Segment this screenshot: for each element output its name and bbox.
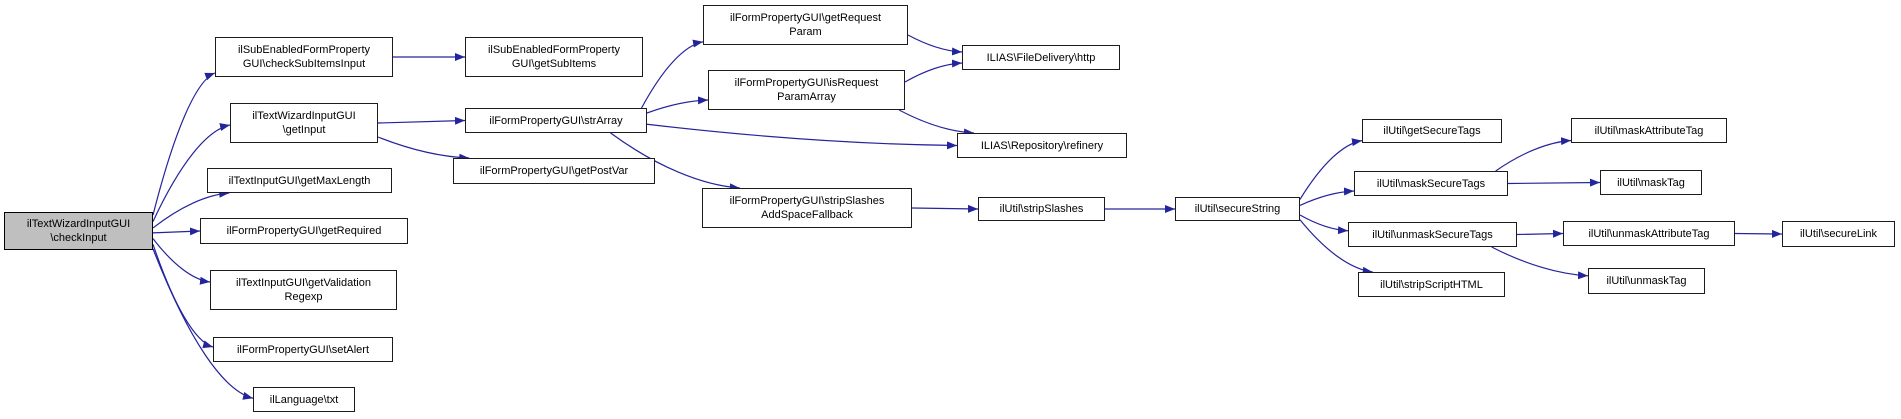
node-label-line: ilUtil\maskTag bbox=[1617, 176, 1685, 189]
graph-node-unmaskAttributeTag[interactable]: ilUtil\unmaskAttributeTag bbox=[1563, 221, 1735, 246]
call-edge-strArray-to-isRequestParamArray bbox=[646, 96, 709, 114]
node-label-line: ilLanguage\txt bbox=[269, 393, 339, 406]
node-label-line: ilUtil\unmaskTag bbox=[1606, 275, 1687, 287]
node-label-line: ilTextWizardInputGUI bbox=[26, 218, 131, 230]
call-edge-unmaskSecureTags-to-unmaskAttributeTag bbox=[1516, 229, 1564, 238]
node-label-line: ilTextWizardInputGUI bbox=[252, 110, 356, 122]
call-edge-secureString-to-stripScriptHTML bbox=[1299, 219, 1373, 275]
graph-node-getSecureTags[interactable]: ilUtil\getSecureTags bbox=[1362, 119, 1502, 143]
call-edge-checkInput-to-getRequired bbox=[152, 227, 201, 236]
node-label-line: ilFormPropertyGUI\getRequired bbox=[226, 225, 382, 237]
node-label-line: ParamArray bbox=[777, 91, 836, 103]
node-label-line: Param bbox=[789, 26, 822, 38]
node-label-line: ilTextInputGUI\getValidation bbox=[236, 277, 371, 289]
node-label-line: \checkInput bbox=[50, 232, 107, 244]
graph-node-http[interactable]: ILIAS\FileDelivery\http bbox=[962, 45, 1120, 70]
node-label-line: ilUtil\stripSlashes bbox=[999, 203, 1084, 215]
node-label-line: ilFormPropertyGUI\getRequest bbox=[730, 12, 881, 24]
graph-node-unmaskTag[interactable]: ilUtil\unmaskTag bbox=[1588, 268, 1705, 294]
call-edge-unmaskAttributeTag-to-secureLink bbox=[1734, 229, 1783, 238]
call-edge-secureString-to-unmaskSecureTags bbox=[1299, 214, 1349, 235]
call-edge-checkInput-to-getInput bbox=[152, 123, 231, 222]
node-label-line: ilUtil\maskSecureTags bbox=[1376, 177, 1486, 190]
node-label-line: \getInput bbox=[282, 124, 326, 136]
call-edge-secureString-to-getSecureTags bbox=[1299, 138, 1363, 200]
graph-node-maskAttributeTag[interactable]: ilUtil\maskAttributeTag bbox=[1571, 118, 1727, 143]
node-label-line: ilTextInputGUI\getMaxLength bbox=[228, 174, 371, 187]
node-label-line: ilFormPropertyGUI\getPostVar bbox=[479, 165, 629, 177]
graph-node-stripScriptHTML[interactable]: ilUtil\stripScriptHTML bbox=[1358, 272, 1505, 297]
graph-node-setAlert[interactable]: ilFormPropertyGUI\setAlert bbox=[213, 337, 393, 362]
node-label-line: GUI\checkSubItemsInput bbox=[242, 58, 366, 70]
call-edge-isRequestParamArray-to-refinery bbox=[898, 109, 975, 137]
call-edge-checkInput-to-txt bbox=[152, 248, 254, 400]
call-edge-checkInput-to-getMaxLength bbox=[152, 189, 230, 229]
node-label-line: ilUtil\unmaskSecureTags bbox=[1372, 228, 1493, 241]
node-label-line: ilUtil\maskAttributeTag bbox=[1594, 124, 1704, 137]
call-edge-isRequestParamArray-to-http bbox=[904, 59, 963, 83]
call-edge-strArray-to-refinery bbox=[646, 123, 958, 150]
graph-node-stripSlashes[interactable]: ilUtil\stripSlashes bbox=[978, 197, 1105, 221]
call-edge-maskSecureTags-to-maskTag bbox=[1507, 178, 1601, 187]
call-edge-getInput-to-getPostVar bbox=[377, 136, 470, 162]
graph-node-refinery[interactable]: ILIAS\Repository\refinery bbox=[957, 133, 1127, 158]
call-edge-strArray-to-stripSlashesAddSpaceFallback bbox=[610, 132, 740, 192]
graph-node-secureString[interactable]: ilUtil\secureString bbox=[1175, 197, 1300, 221]
node-label-line: Regexp bbox=[284, 291, 323, 303]
graph-node-getPostVar[interactable]: ilFormPropertyGUI\getPostVar bbox=[453, 158, 655, 184]
graph-node-maskSecureTags[interactable]: ilUtil\maskSecureTags bbox=[1354, 171, 1508, 196]
graph-node-unmaskSecureTags[interactable]: ilUtil\unmaskSecureTags bbox=[1348, 222, 1517, 247]
node-label-line: GUI\getSubItems bbox=[511, 58, 597, 70]
call-edge-strArray-to-getRequestParam bbox=[641, 39, 704, 109]
graph-node-checkInput: ilTextWizardInputGUI \checkInput bbox=[4, 212, 153, 250]
node-label-line: ilUtil\getSecureTags bbox=[1383, 125, 1481, 137]
call-edge-maskSecureTags-to-maskAttributeTag bbox=[1495, 137, 1572, 172]
node-label-line: ilFormPropertyGUI\strArray bbox=[489, 114, 623, 127]
graph-node-strArray[interactable]: ilFormPropertyGUI\strArray bbox=[465, 108, 647, 133]
graph-node-txt[interactable]: ilLanguage\txt bbox=[253, 387, 355, 412]
call-edge-secureString-to-maskSecureTags bbox=[1299, 187, 1355, 206]
node-label-line: ilSubEnabledFormProperty bbox=[237, 44, 371, 56]
node-label-line: ilFormPropertyGUI\setAlert bbox=[236, 343, 370, 356]
graph-node-maskTag[interactable]: ilUtil\maskTag bbox=[1600, 170, 1702, 195]
node-label-line: ilUtil\stripScriptHTML bbox=[1380, 278, 1483, 291]
edges-group bbox=[152, 34, 1783, 400]
node-label-line: ilFormPropertyGUI\isRequest bbox=[734, 77, 879, 89]
graph-node-getInput[interactable]: ilTextWizardInputGUI \getInput bbox=[230, 103, 378, 143]
call-edge-checkInput-to-getValidationRegexp bbox=[152, 238, 211, 285]
call-edge-checkInput-to-setAlert bbox=[152, 244, 214, 349]
call-edge-getInput-to-strArray bbox=[377, 116, 466, 125]
node-label-line: ilSubEnabledFormProperty bbox=[487, 44, 621, 56]
graph-node-getMaxLength[interactable]: ilTextInputGUI\getMaxLength bbox=[207, 168, 392, 193]
call-edge-getRequestParam-to-http bbox=[907, 34, 963, 56]
call-edge-stripSlashesAddSpaceFallback-to-stripSlashes bbox=[911, 204, 979, 213]
node-label-line: AddSpaceFallback bbox=[761, 209, 853, 221]
node-label-line: ilUtil\unmaskAttributeTag bbox=[1588, 227, 1710, 240]
call-edge-unmaskSecureTags-to-unmaskTag bbox=[1491, 246, 1589, 280]
node-label-line: ilUtil\secureString bbox=[1194, 203, 1281, 215]
graph-node-getRequired[interactable]: ilFormPropertyGUI\getRequired bbox=[200, 218, 408, 244]
call-edge-checkInput-to-checkSubItemsInput bbox=[152, 72, 216, 216]
node-label-line: ilUtil\secureLink bbox=[1799, 228, 1878, 240]
graph-node-secureLink[interactable]: ilUtil\secureLink bbox=[1782, 221, 1895, 247]
node-label-line: ILIAS\FileDelivery\http bbox=[986, 51, 1096, 64]
node-label-line: ilFormPropertyGUI\stripSlashes bbox=[729, 195, 885, 207]
node-label-line: ILIAS\Repository\refinery bbox=[980, 139, 1104, 152]
